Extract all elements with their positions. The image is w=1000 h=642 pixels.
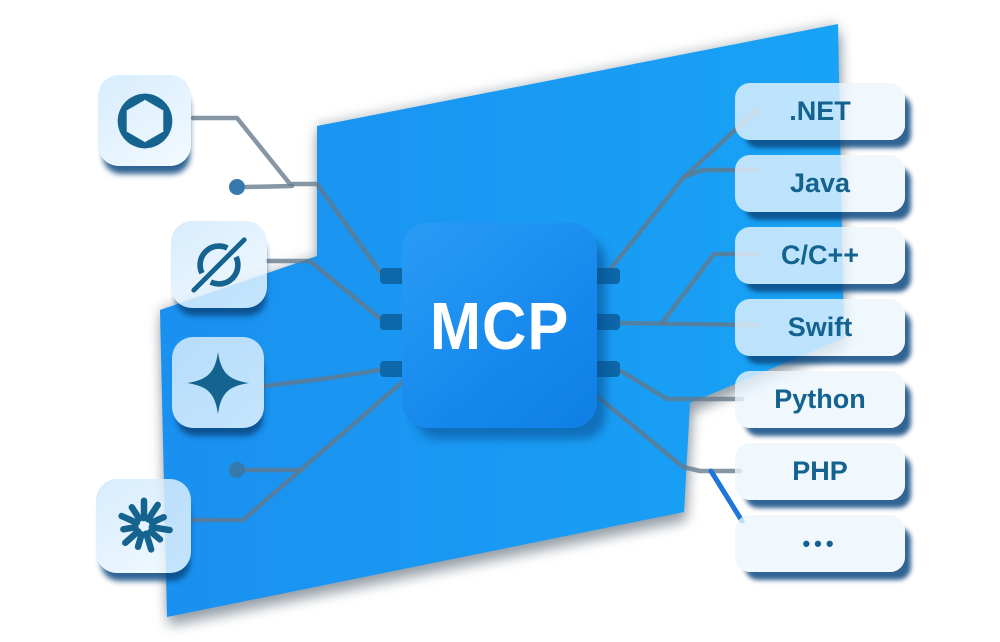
client-tile-gemini	[172, 337, 264, 428]
gemini-star-icon	[186, 351, 250, 414]
chip-pin-left-1	[380, 268, 406, 284]
client-tile-openai	[98, 75, 191, 166]
trace-node-dot	[229, 462, 245, 478]
chip-pin-left-2	[380, 314, 406, 330]
language-pill-c-cpp: C/C++	[735, 227, 905, 284]
client-tile-claude	[96, 479, 191, 573]
chip-pin-left-3	[380, 361, 406, 377]
claude-burst-icon	[117, 497, 173, 553]
dots-connector	[708, 468, 745, 524]
language-pill-java: Java	[735, 155, 905, 212]
mcp-chip: MCP	[402, 223, 597, 428]
client-tile-compass	[171, 221, 267, 308]
compass-icon	[191, 236, 247, 293]
language-pill-python: Python	[735, 371, 905, 428]
trace-node-dot	[229, 179, 245, 195]
chip-pin-right-1	[594, 268, 620, 284]
language-pill-more: •••	[735, 515, 905, 572]
chip-pin-right-3	[594, 361, 620, 377]
mcp-chip-label: MCP	[429, 288, 570, 363]
language-pill-swift: Swift	[735, 299, 905, 356]
circuit-traces-left	[190, 115, 411, 523]
language-pill-dotnet: .NET	[735, 83, 905, 140]
openai-icon	[117, 93, 172, 148]
chip-pin-right-2	[594, 314, 620, 330]
language-pill-php: PHP	[735, 443, 905, 500]
